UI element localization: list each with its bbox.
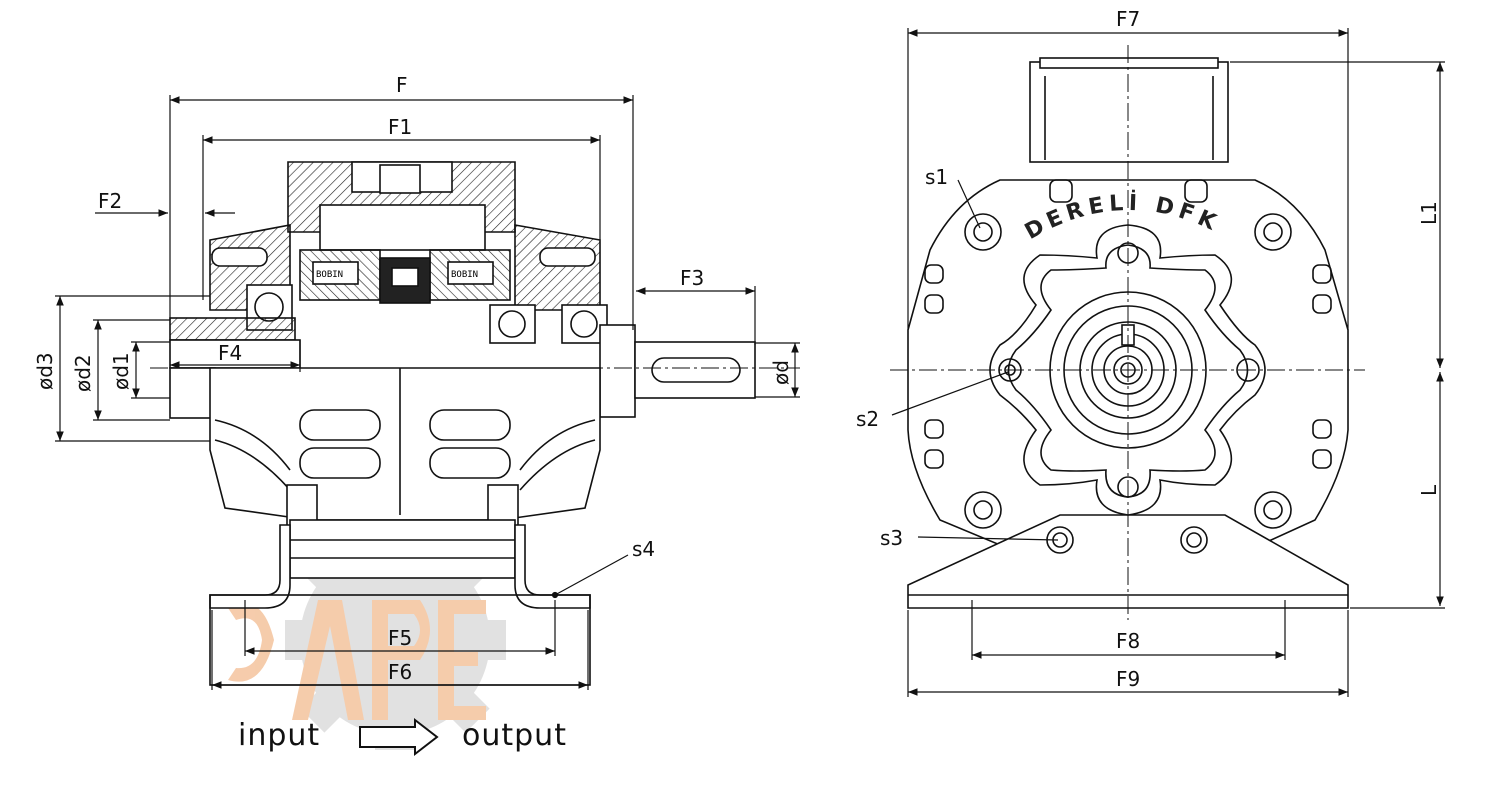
dim-label-F4: F4 xyxy=(218,341,242,365)
coil-label-left: BOBIN xyxy=(316,270,343,280)
dim-label-d3: ød3 xyxy=(33,352,57,390)
dim-label-L1: L1 xyxy=(1417,201,1441,225)
dim-label-F3: F3 xyxy=(680,266,704,290)
mount-hole-bottom-left xyxy=(964,491,1002,529)
section-dimension-labels: F F1 F2 F3 F4 F5 F6 ød3 ød2 ød1 ød s4 xyxy=(33,73,793,684)
mount-hole-s1 xyxy=(964,213,1002,251)
dim-label-d: ød xyxy=(769,360,793,385)
dim-label-s3: s3 xyxy=(880,526,903,550)
output-shaft-collar xyxy=(599,324,636,418)
dim-label-F8: F8 xyxy=(1116,629,1140,653)
section-view: BOBIN BOBIN xyxy=(150,161,800,686)
arrow-right-icon xyxy=(359,717,439,757)
flow-output-label: output xyxy=(462,718,567,753)
dim-label-F2: F2 xyxy=(98,189,122,213)
dim-label-F6: F6 xyxy=(388,660,412,684)
dim-label-F: F xyxy=(396,73,408,97)
watermark-letters xyxy=(228,600,486,720)
dim-label-d1: ød1 xyxy=(109,352,133,390)
terminal-box xyxy=(1029,61,1229,163)
input-shaft xyxy=(169,317,296,341)
foot-left xyxy=(209,524,291,609)
dim-label-s4: s4 xyxy=(632,537,655,561)
dim-label-L: L xyxy=(1417,484,1441,496)
flow-input-label: input xyxy=(238,718,320,753)
dim-label-s2: s2 xyxy=(856,407,879,431)
section-dimensions xyxy=(55,95,800,690)
coil-label-right: BOBIN xyxy=(451,270,478,280)
end-view xyxy=(890,45,1365,620)
bearing-right xyxy=(489,304,536,344)
end-dimension-labels: F7 F8 F9 L1 L s1 s2 s3 xyxy=(856,7,1441,691)
lower-housing xyxy=(209,367,601,521)
flow-indicator: input output xyxy=(238,717,567,757)
dim-label-d2: ød2 xyxy=(71,354,95,392)
dim-label-F1: F1 xyxy=(388,115,412,139)
dim-label-F9: F9 xyxy=(1116,667,1140,691)
foot-right xyxy=(514,524,591,609)
end-dimensions xyxy=(891,28,1445,697)
dim-label-F5: F5 xyxy=(388,626,412,650)
dim-label-s1: s1 xyxy=(925,165,948,189)
dim-label-F7: F7 xyxy=(1116,7,1140,31)
